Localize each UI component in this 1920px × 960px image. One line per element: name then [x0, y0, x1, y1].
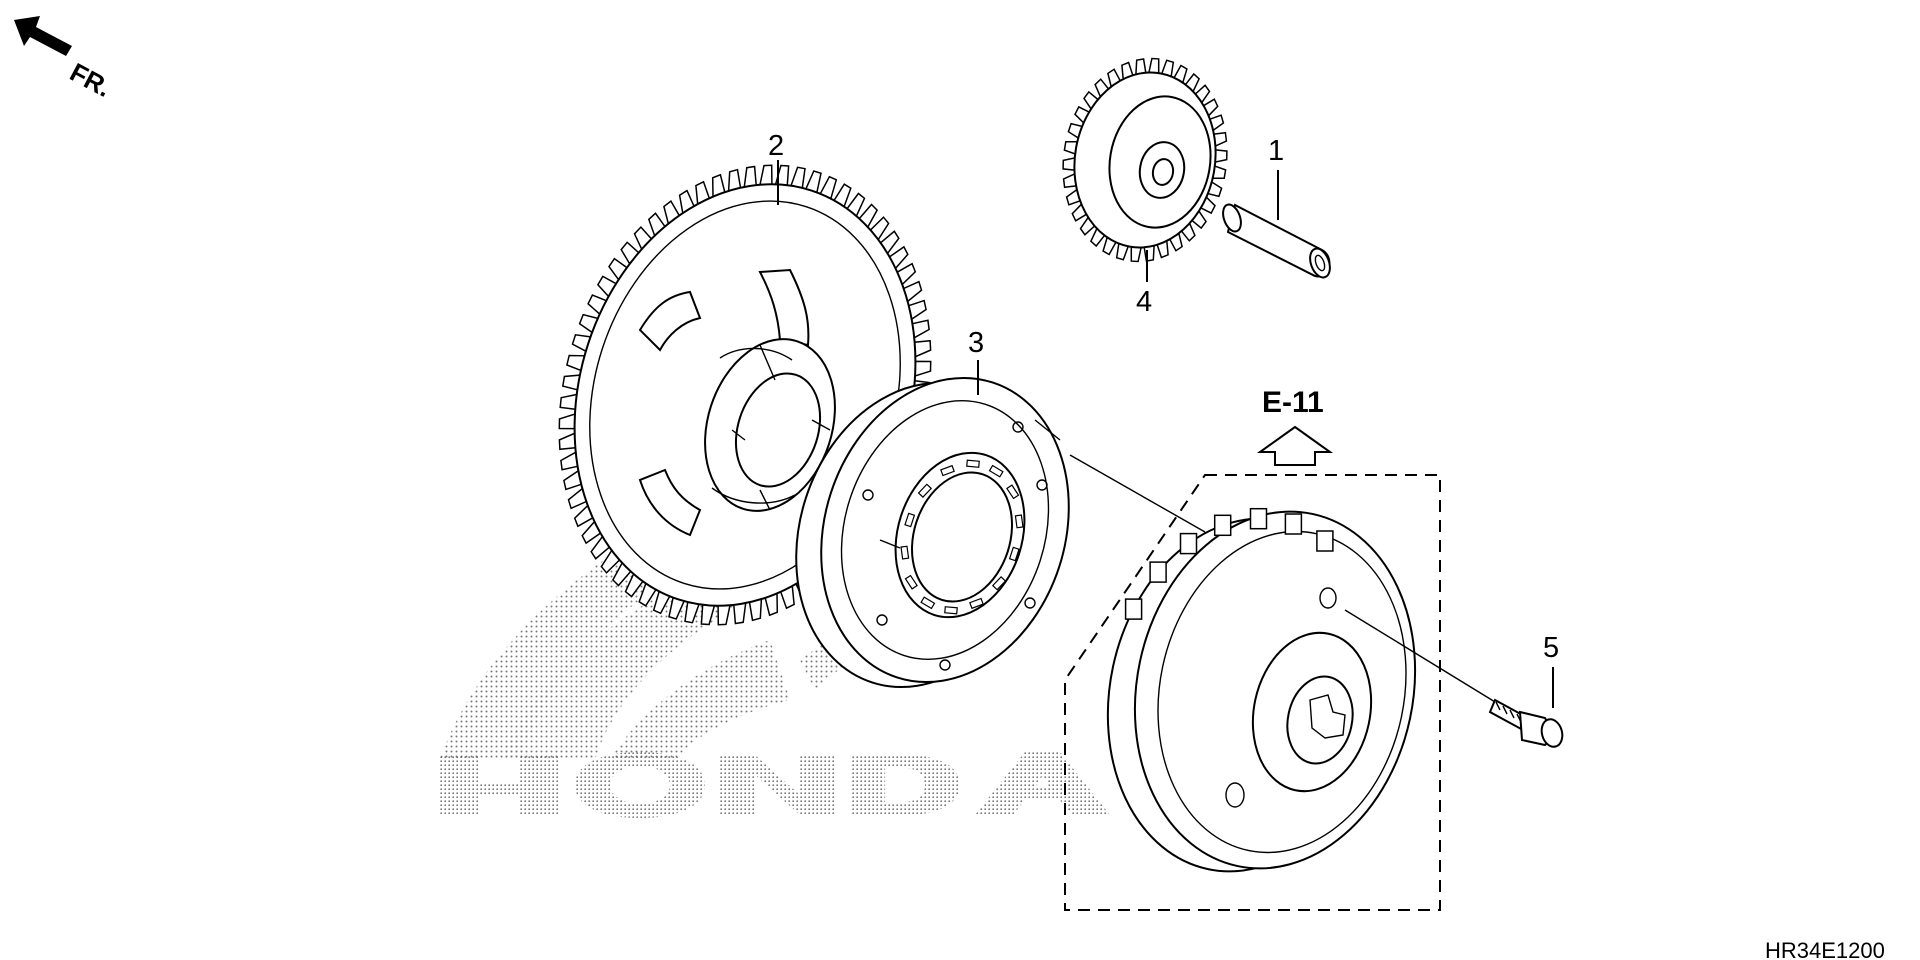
clutch-roller	[944, 606, 958, 615]
starter-one-way-clutch	[795, 376, 1070, 689]
gear-tooth	[1062, 156, 1076, 171]
flywheel-lug	[1249, 507, 1268, 530]
gear-tooth	[1130, 246, 1143, 263]
gear-tooth	[913, 339, 932, 358]
starter-reduction-gear	[1062, 57, 1228, 263]
clutch-roller	[920, 596, 936, 610]
flywheel-lugs	[1124, 507, 1334, 620]
bolt-axis-line	[1344, 609, 1501, 706]
flywheel-lug	[1284, 513, 1303, 535]
callout-5: 5	[1543, 632, 1559, 664]
flywheel-hole	[1319, 587, 1337, 609]
reference-arrow-icon	[1256, 425, 1334, 466]
callout-3: 3	[968, 327, 984, 359]
clutch-roller	[988, 464, 1004, 478]
clutch-bolt-hole	[939, 659, 951, 671]
clutch-bolt-hole	[1024, 597, 1036, 609]
gear-tooth	[789, 166, 806, 189]
gear-tooth	[759, 164, 773, 186]
reference-indicator: E-11	[1256, 386, 1334, 466]
flywheel-lug	[1149, 561, 1167, 583]
clutch-roller	[900, 545, 910, 560]
clutch-roller	[940, 464, 955, 477]
gear-tooth	[1214, 149, 1228, 164]
clutch-bolt-hole	[862, 489, 874, 501]
direction-label: FR.	[65, 57, 116, 103]
clutch-bolt-hole	[876, 614, 888, 626]
honda-lettering-watermark	[440, 752, 1110, 818]
gear-tooth	[558, 432, 577, 451]
flywheel-lug	[1316, 530, 1334, 552]
clutch-roller	[969, 597, 984, 610]
clutch-bolt-hole	[1036, 479, 1048, 491]
flywheel-lug	[1213, 514, 1232, 537]
gear-tooth	[1147, 57, 1160, 74]
gear-tooth	[914, 360, 932, 378]
gear-tooth	[558, 412, 576, 430]
gear-tooth	[559, 393, 578, 411]
starter-clutch-bolt	[1344, 609, 1564, 748]
clutch-roller	[917, 483, 933, 498]
callout-4: 4	[1136, 286, 1152, 318]
clutch-roller	[904, 512, 916, 528]
diagram-code: HR34E1200	[1765, 938, 1885, 960]
assembly-axis-line	[1069, 454, 1206, 533]
clutch-roller	[966, 459, 980, 468]
clutch-bolt-hole	[1012, 421, 1024, 433]
reduction-gear-shaft	[1222, 203, 1331, 279]
flywheel-lug	[1179, 532, 1198, 555]
reference-label: E-11	[1262, 386, 1324, 419]
callout-2: 2	[768, 130, 784, 162]
flywheel-hole	[1225, 782, 1245, 808]
clutch-roller	[1008, 546, 1020, 562]
direction-arrow-icon	[14, 16, 72, 56]
callout-1: 1	[1268, 135, 1284, 167]
flywheel-assembly	[1106, 507, 1417, 873]
gear-tooth	[743, 165, 758, 188]
flywheel-lug	[1124, 598, 1143, 620]
gear-tooth	[732, 602, 747, 625]
front-direction-indicator: FR.	[14, 16, 116, 103]
gear-tooth	[717, 604, 731, 626]
starter-driven-gear	[558, 164, 932, 626]
clutch-roller	[904, 574, 918, 590]
clutch-roller	[1014, 514, 1024, 529]
clutch-roller	[991, 576, 1007, 591]
clutch-roller	[1006, 484, 1020, 500]
clutch-rollers	[900, 459, 1024, 615]
